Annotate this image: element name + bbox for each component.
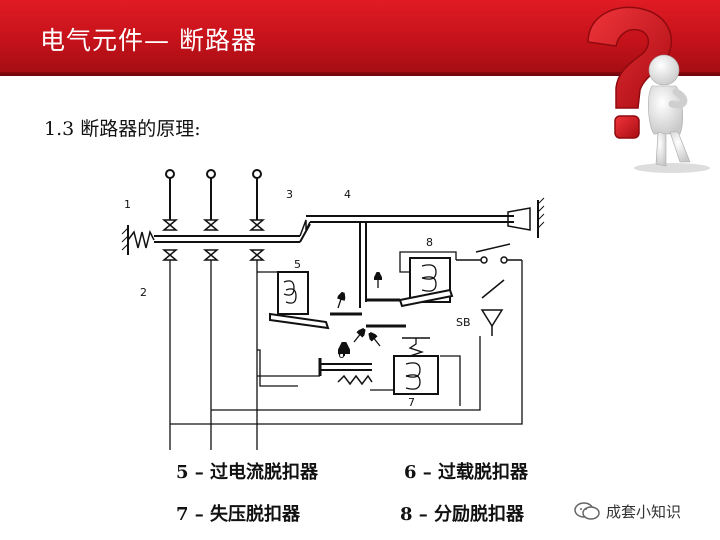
- undervoltage-release: [393, 337, 439, 395]
- legend-item-8: 8 – 分励脱扣器: [400, 504, 525, 525]
- overload-release: [318, 348, 373, 386]
- label-3: 3: [286, 188, 293, 201]
- legend-item-6: 6 – 过载脱扣器: [404, 462, 529, 483]
- label-6: 6: [338, 348, 345, 361]
- legend-item-7: 7 – 失压脱扣器: [176, 504, 301, 525]
- watermark: 成套小知识: [574, 498, 681, 524]
- question-mascot-illustration: [587, 6, 710, 173]
- label-sb: SB: [456, 316, 471, 329]
- label-4: 4: [344, 188, 351, 201]
- section-subtitle: 1.3 断路器的原理:: [44, 118, 201, 140]
- label-1: 1: [124, 198, 131, 211]
- left-spring: [121, 225, 155, 255]
- shunt-release: [398, 257, 454, 308]
- label-5: 5: [294, 258, 301, 271]
- slide-title: 电气元件— 断路器: [40, 26, 257, 55]
- overcurrent-release: [269, 271, 330, 330]
- wechat-icon: [574, 502, 600, 520]
- watermark-text: 成套小知识: [606, 502, 682, 521]
- wiring: [169, 251, 523, 450]
- legend-item-5: 5 – 过电流脱扣器: [176, 462, 319, 483]
- label-7: 7: [408, 396, 415, 409]
- breaker-principle-diagram: 1 2 3 4 5 6 7 8 SB: [121, 169, 545, 450]
- supply-terminals: [165, 169, 262, 220]
- sb-switch: [456, 243, 522, 336]
- main-contacts: [161, 219, 266, 261]
- label-2: 2: [140, 286, 147, 299]
- label-8: 8: [426, 236, 433, 249]
